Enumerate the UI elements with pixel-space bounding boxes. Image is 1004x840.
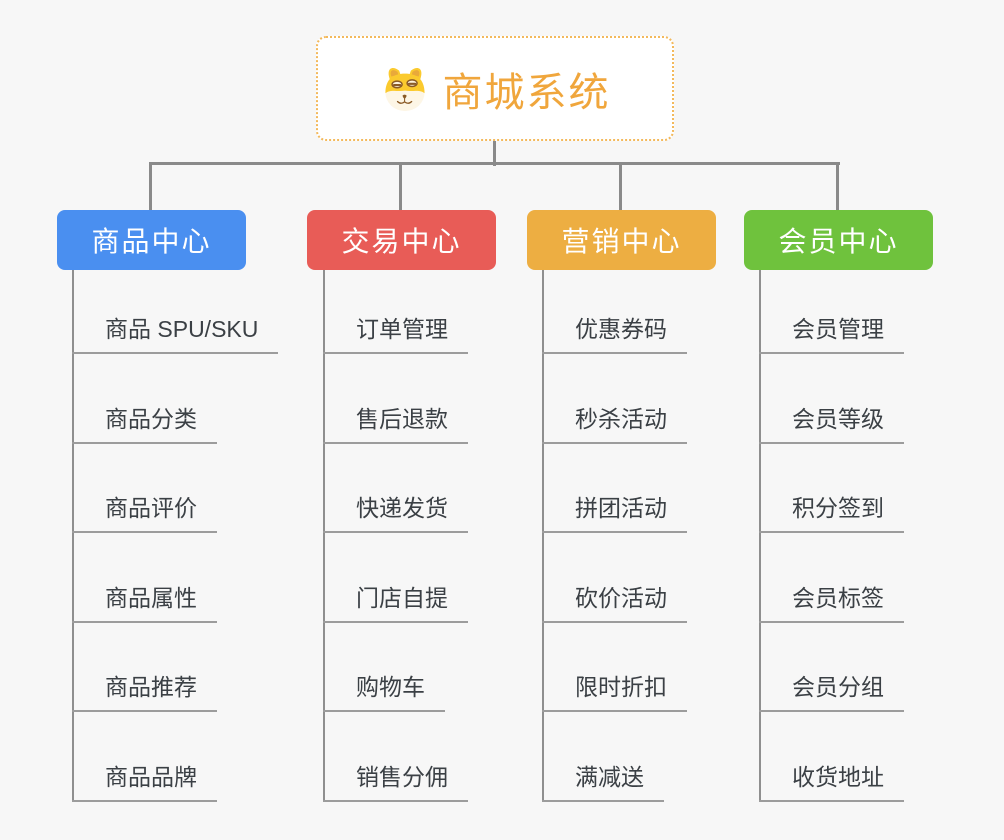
leaf-node[interactable]: 会员分组: [759, 672, 904, 712]
leaf-node[interactable]: 会员管理: [759, 314, 904, 354]
leaf-node[interactable]: 优惠券码: [542, 314, 687, 354]
root-title: 商城系统: [442, 70, 611, 115]
leaf-column-trade: 订单管理 售后退款 快递发货 门店自提 购物车 销售分佣: [323, 270, 583, 815]
connector-drop: [836, 162, 839, 210]
doge-face-icon: [384, 67, 425, 111]
leaf-column-marketing: 优惠券码 秒杀活动 拼团活动 砍价活动 限时折扣 满减送: [542, 270, 802, 815]
connector-trunk: [759, 270, 761, 802]
leaf-node[interactable]: 拼团活动: [542, 493, 687, 533]
leaf-node[interactable]: 会员等级: [759, 404, 904, 444]
leaf-column-products: 商品 SPU/SKU 商品分类 商品评价 商品属性 商品推荐 商品品牌: [72, 270, 332, 815]
leaf-node[interactable]: 商品品牌: [72, 762, 217, 802]
leaf-column-members: 会员管理 会员等级 积分签到 会员标签 会员分组 收货地址: [759, 270, 1004, 815]
leaf-node[interactable]: 商品评价: [72, 493, 217, 533]
leaf-node[interactable]: 购物车: [323, 672, 445, 712]
leaf-node[interactable]: 商品推荐: [72, 672, 217, 712]
connector-drop: [149, 162, 152, 210]
branch-node-products[interactable]: 商品中心: [57, 210, 246, 270]
branch-node-members[interactable]: 会员中心: [744, 210, 933, 270]
leaf-node[interactable]: 门店自提: [323, 583, 468, 623]
root-node[interactable]: 商城系统: [316, 36, 674, 141]
leaf-node[interactable]: 售后退款: [323, 404, 468, 444]
leaf-node[interactable]: 快递发货: [323, 493, 468, 533]
connector-root-stem: [493, 141, 496, 166]
connector-drop: [619, 162, 622, 210]
leaf-node[interactable]: 砍价活动: [542, 583, 687, 623]
leaf-node[interactable]: 商品 SPU/SKU: [72, 314, 279, 354]
leaf-node[interactable]: 收货地址: [759, 762, 904, 802]
connector-trunk: [72, 270, 74, 802]
branch-node-marketing[interactable]: 营销中心: [527, 210, 716, 270]
leaf-node[interactable]: 满减送: [542, 762, 664, 802]
leaf-node[interactable]: 会员标签: [759, 583, 904, 623]
leaf-node[interactable]: 秒杀活动: [542, 404, 687, 444]
branch-node-trade[interactable]: 交易中心: [307, 210, 496, 270]
leaf-node[interactable]: 商品分类: [72, 404, 217, 444]
leaf-node[interactable]: 限时折扣: [542, 672, 687, 712]
connector-bus: [150, 162, 840, 165]
leaf-node[interactable]: 销售分佣: [323, 762, 468, 802]
leaf-node[interactable]: 订单管理: [323, 314, 468, 354]
leaf-node[interactable]: 积分签到: [759, 493, 904, 533]
connector-drop: [399, 162, 402, 210]
connector-trunk: [323, 270, 325, 802]
connector-trunk: [542, 270, 544, 802]
leaf-node[interactable]: 商品属性: [72, 583, 217, 623]
